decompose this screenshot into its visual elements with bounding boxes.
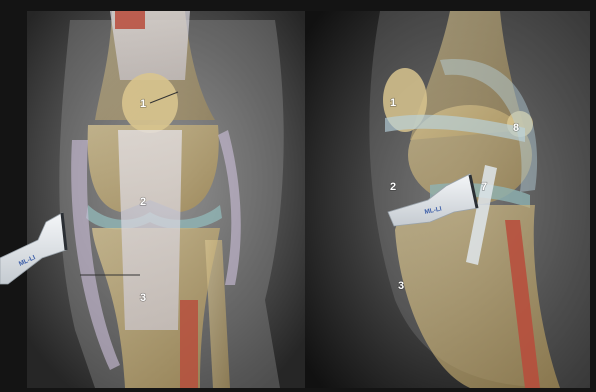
anterior-label-1: 1	[140, 98, 146, 110]
anterior-patellar-tendon	[118, 130, 182, 330]
anterior-red-muscle-top	[115, 11, 145, 29]
lateral-label-2: 2	[390, 181, 396, 193]
anterior-view-panel: 1 2 3 ML-LI	[0, 11, 307, 388]
anterior-label-2: 2	[140, 196, 146, 208]
lateral-label-7: 7	[481, 181, 487, 193]
lateral-label-3: 3	[398, 280, 404, 292]
lateral-label-1: 1	[390, 97, 396, 109]
lateral-label-8: 8	[513, 122, 519, 134]
anterior-red-muscle-bottom	[180, 300, 198, 388]
anterior-label-3: 3	[140, 292, 146, 304]
lateral-view-panel: 1 2 3 7 8 ML-LI	[305, 11, 590, 388]
